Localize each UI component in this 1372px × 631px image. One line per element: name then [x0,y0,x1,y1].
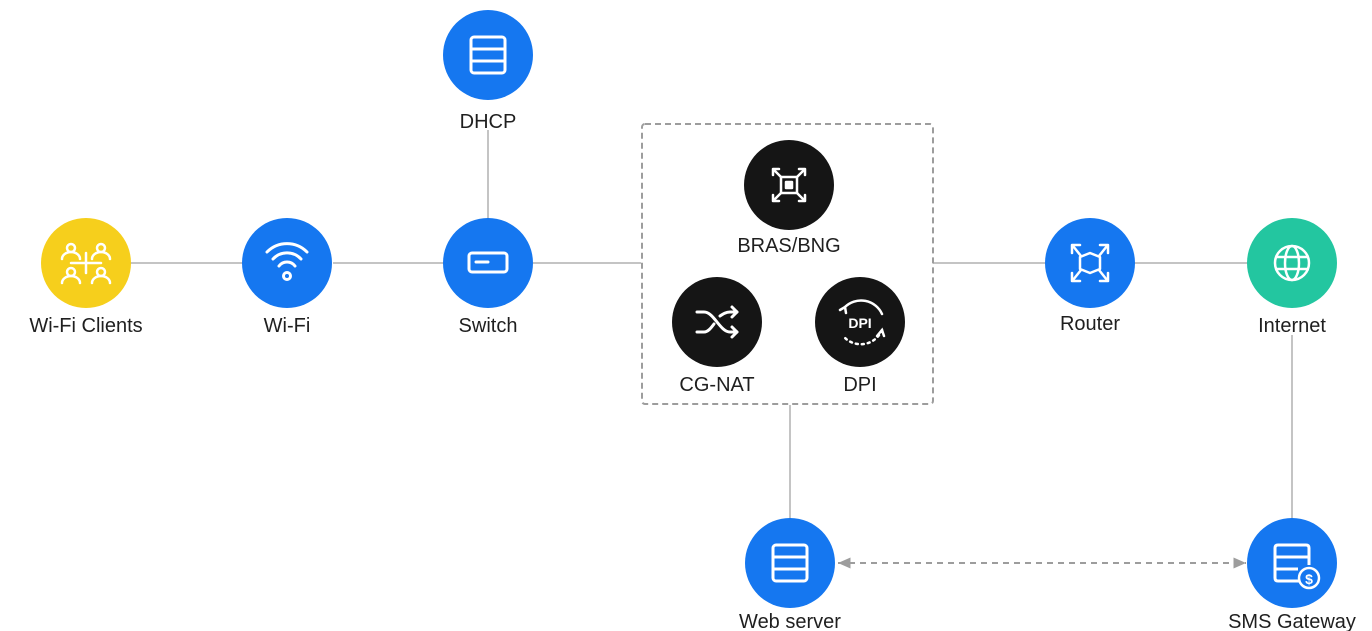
switch-label: Switch [459,315,518,337]
users-network-icon [60,242,112,285]
smsgateway-circle [1247,518,1337,608]
node-bras-bng[interactable]: BRAS/BNG [737,140,841,257]
router-circle [1045,218,1135,308]
cgnat-label: CG-NAT [679,374,754,396]
node-internet[interactable]: Internet [1247,218,1337,337]
node-router[interactable]: Router [1045,218,1135,335]
router-icon [1070,243,1110,283]
connectors [130,130,1293,519]
dpi-badge-text: DPI [848,315,871,331]
internet-label: Internet [1258,315,1326,337]
node-dpi[interactable]: DPI DPI [815,277,905,396]
billing-server-icon [1273,543,1311,583]
node-switch[interactable]: Switch [443,218,533,337]
shuffle-icon [695,305,739,339]
smsgateway-label: SMS Gateway [1228,611,1356,631]
dhcp-circle [443,10,533,100]
node-cg-nat[interactable]: CG-NAT [672,277,762,396]
node-dhcp[interactable]: DHCP [443,10,533,133]
node-wifi[interactable]: Wi-Fi [242,218,332,337]
bras-label: BRAS/BNG [737,235,840,257]
webserver-label: Web server [739,611,841,631]
dhcp-label: DHCP [460,111,517,133]
dpi-circle [815,277,905,367]
server-icon [469,35,507,75]
globe-icon [1273,244,1311,282]
dollar-icon: $ [1305,571,1313,587]
webserver-circle [745,518,835,608]
server-icon [771,543,809,583]
router-label: Router [1060,313,1120,335]
node-sms-gateway[interactable]: $ SMS Gateway [1228,518,1356,631]
core-services-box [641,123,934,405]
dollar-badge-circle [1297,566,1321,590]
wifi-icon [265,242,309,281]
bng-icon [771,167,807,203]
dpi-label: DPI [843,374,876,396]
node-wifi-clients[interactable]: Wi-Fi Clients [29,218,143,337]
dpi-icon [838,299,886,346]
wifi-label: Wi-Fi [264,315,311,337]
wifi-clients-label: Wi-Fi Clients [29,315,142,337]
node-web-server[interactable]: Web server [739,518,841,631]
internet-circle [1247,218,1337,308]
switch-icon [467,251,509,274]
